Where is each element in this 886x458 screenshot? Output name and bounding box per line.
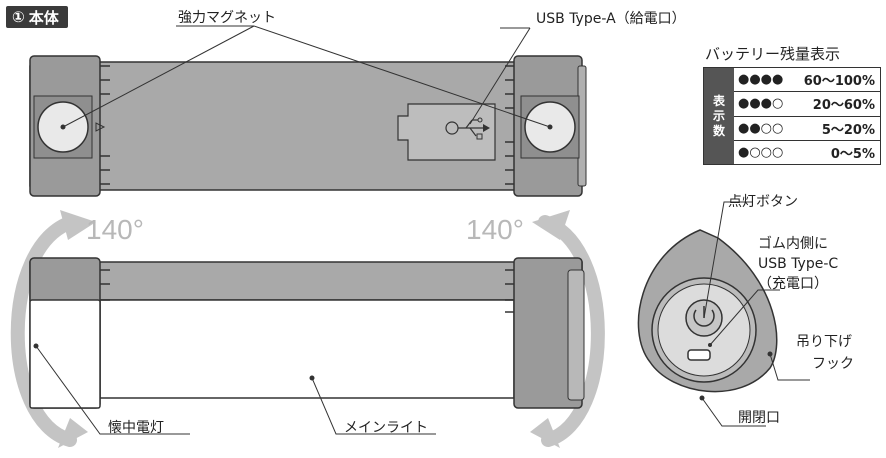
usb-a-label: USB Type-A（給電口） <box>536 11 686 27</box>
section-title: 本体 <box>28 8 59 27</box>
usb-c-label-1: ゴム内側に <box>758 236 828 252</box>
battery-dots: ●●○○ <box>738 120 784 136</box>
battery-table: 表 示 数 ●●●● 60～100% ●●●○ 20～60% ●●○○ 5～20… <box>703 67 881 165</box>
side-char: 数 <box>712 123 725 138</box>
rotation-arrows <box>10 215 605 447</box>
main-light-label: メインライト <box>344 420 428 436</box>
hook-label-1: 吊り下げ <box>796 334 852 350</box>
bottom-device <box>29 257 585 409</box>
usb-c-label-2: USB Type-C <box>758 256 839 272</box>
angle-left: 140° <box>86 214 144 245</box>
battery-range: 60～100% <box>803 74 875 90</box>
battery-row: ●○○○ 0～5% <box>734 141 880 164</box>
usb-a-port <box>397 103 496 161</box>
pocket-light-label: 懐中電灯 <box>108 420 164 436</box>
battery-row: ●●●○ 20～60% <box>734 92 880 117</box>
battery-dots: ●●●○ <box>738 96 784 112</box>
hook-label-2: フック <box>812 356 854 372</box>
battery-dots: ●○○○ <box>738 144 784 160</box>
light-button-label: 点灯ボタン <box>728 194 798 210</box>
battery-row: ●●●● 60～100% <box>734 68 880 93</box>
battery-table-side: 表 示 数 <box>704 68 734 164</box>
battery-dots: ●●●● <box>738 72 784 88</box>
magnet-label: 強力マグネット <box>178 10 276 26</box>
battery-title: バッテリー残量表示 <box>705 45 841 63</box>
battery-range: 0～5% <box>830 146 875 162</box>
battery-range: 5～20% <box>821 122 875 138</box>
usb-c-label-3: （充電口） <box>758 276 828 292</box>
side-char: 示 <box>712 108 725 123</box>
top-device <box>29 55 587 197</box>
section-header: ① 本体 <box>6 6 68 28</box>
angle-right: 140° <box>466 214 524 245</box>
side-view <box>637 229 778 401</box>
battery-row: ●●○○ 5～20% <box>734 117 880 141</box>
battery-range: 20～60% <box>812 98 875 114</box>
side-char: 表 <box>712 93 725 108</box>
section-number: ① <box>12 8 25 26</box>
open-close-label: 開閉口 <box>738 410 780 426</box>
